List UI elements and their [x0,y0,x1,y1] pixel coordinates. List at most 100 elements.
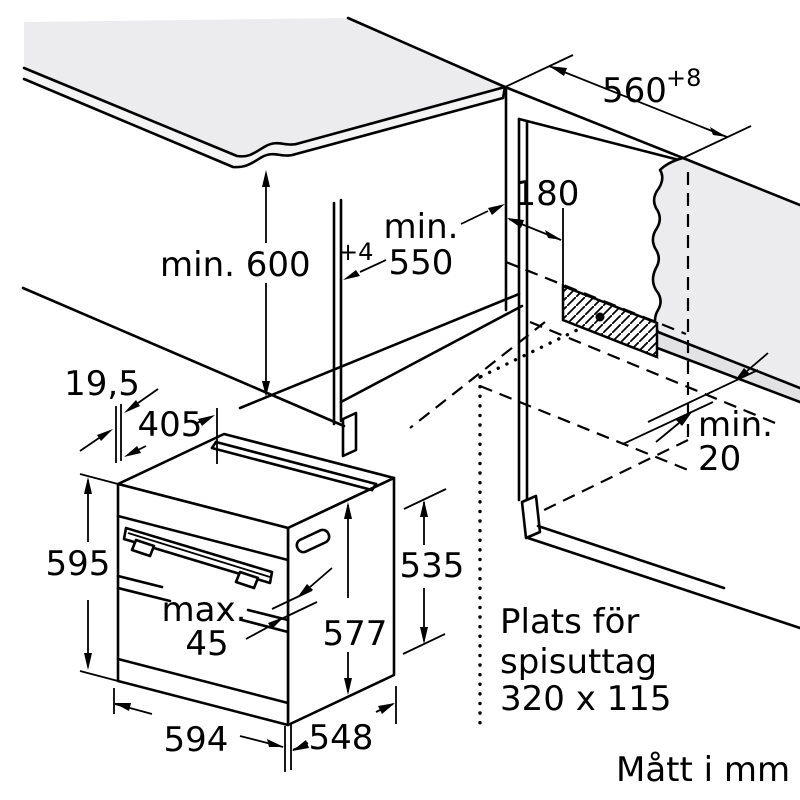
label-wall-clearance-prefix: min. [698,405,773,445]
oven-handle-inner-line [127,532,271,578]
socket-position-dot [595,312,605,322]
label-niche-width: 560 [602,71,667,111]
countertop-surface [24,18,505,157]
dimension-45 [245,567,333,640]
oven-control-panel-line [116,514,290,562]
dim-535-arrow-bottom [420,627,428,644]
dim-595-arrow-bottom [84,653,92,670]
wall-top-edge [681,156,800,207]
countertop [22,16,685,169]
dim-45-tail-lower [245,625,271,640]
hidden-corner-diagonal [539,439,689,513]
right-panel-foot [520,494,542,540]
label-niche-depth-value: 550 [389,243,454,283]
dim-405-arrow-right [198,415,215,426]
label-socket-note-line1: Plats för [500,602,639,642]
dimension-535 [402,488,447,655]
counter-front-edge [22,66,507,158]
label-door-protrusion-prefix: max. [162,590,247,630]
dimension-600 [262,170,270,397]
niche-floor-front-edge [238,292,521,410]
dim-550-line-upper [460,210,489,225]
label-wall-clearance-value: 20 [698,439,741,479]
oven-top-ridge-back [214,440,378,486]
label-units-note: Mått i mm [616,750,790,790]
dimension-19-5 [79,388,159,463]
oven-door-glass-line-a [116,586,172,603]
dim-560-line [548,65,728,138]
dim-45-arrow-down [297,584,313,598]
dimension-180 [507,208,564,286]
dim-195-tail-upper [137,388,159,404]
hidden-floor-back-edge [479,384,689,472]
wall-surface [652,158,800,388]
dim-45-tick-b [276,601,318,622]
dim-595-arrow-top [84,477,92,494]
dim-550-line-lower [359,259,387,273]
label-front-lip: 19,5 [64,364,140,404]
dimension-595 [79,473,119,682]
dim-550-arrow-left [343,270,360,280]
socket-cutout-area [561,284,659,359]
wall-base-strip-edge [650,344,800,404]
oven-side-vent-slot [295,528,331,554]
dim-560-tick-left [504,54,574,88]
dim-560-arrow-right [710,127,727,137]
label-niche-height: min. 600 [160,245,311,285]
dim-577-arrow-bottom [344,678,352,695]
dim-535-tick-top [403,488,447,510]
dimension-20 [622,352,769,445]
dimension-560 [504,54,752,159]
back-wall [650,156,800,404]
dim-20-arrow-down [734,368,750,382]
label-oven-width: 594 [164,720,229,760]
dim-594-arrow-right [267,739,284,747]
dim-548-arrow-left [292,740,309,751]
dim-560-arrow-left [549,66,567,76]
label-door-protrusion-value: 45 [185,624,228,664]
dimension-405 [124,408,218,464]
dim-577-arrow-top [344,502,352,519]
oven-door-top-line-a [116,574,164,589]
dim-548-arrow-right [378,703,395,714]
label-niche-height-tolerance: +4 [338,238,373,266]
oven-top-ridge-cap-left [210,440,218,450]
dim-600-arrow-top [262,170,270,187]
niche-top-frame-edge [517,117,685,163]
hidden-recess-lower-edge [529,320,781,427]
niche-cabinet [21,88,800,630]
oven-door-bottom-line [116,657,290,705]
dimension-550 [343,204,505,280]
dim-595-ext-top [79,473,119,485]
dim-594-arrow-left [114,703,131,711]
label-oven-body-height: 577 [323,614,388,654]
dim-20-tail-upper [746,352,769,372]
oven-door-glass-line-b [240,618,290,634]
socket-area-hatch [561,284,659,359]
label-niche-width-tolerance: +8 [666,64,701,92]
dim-45-arrow-up [268,617,284,629]
wall-bottom-edge [656,330,800,390]
dimension-577 [344,502,352,695]
dim-600-arrow-bottom [262,381,270,397]
right-cabinet-bottom-edge [526,536,800,630]
left-panel-foot [341,411,358,458]
niche-floor-lower-edge [339,304,524,404]
hidden-recess-side-edge [409,321,546,429]
projection-diagonal-dotted [478,316,604,379]
label-socket-offset: 180 [515,174,580,214]
oven-handle-bracket-right [234,570,260,590]
right-cabinet-bottom-edge2 [536,524,726,590]
socket-projection-dots [478,316,604,730]
dimension-594 [113,688,284,748]
counter-cut-cap [501,85,507,100]
oven-top-ridge-cap-right [370,482,378,492]
oven-handle-bracket-left [130,538,156,558]
dim-180-arrow-right [545,230,562,240]
dim-45-tail-upper [309,567,333,588]
dim-550-arrow-right [488,204,505,215]
dim-20-gap-line-lower [622,401,714,445]
counter-front-edge-lower [22,77,505,169]
dim-595-ext-bottom [79,670,119,682]
